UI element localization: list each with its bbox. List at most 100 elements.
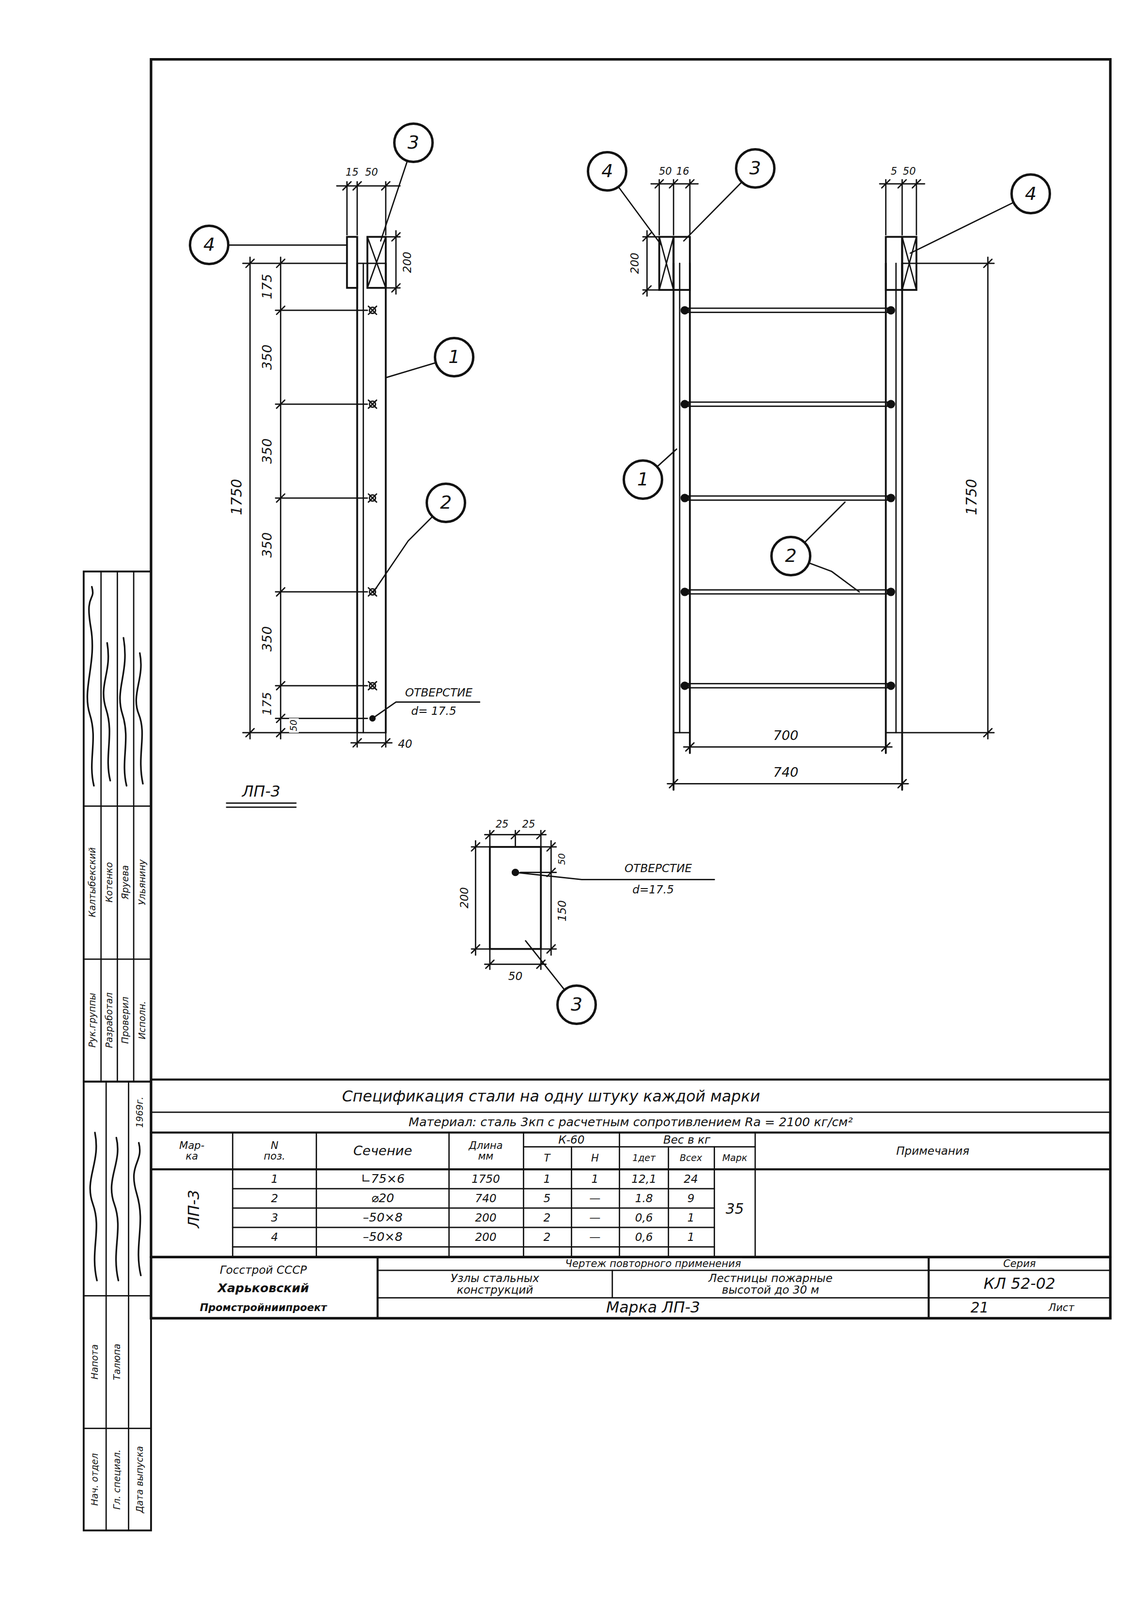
table-cell: —: [587, 1192, 602, 1205]
plate-detail: [471, 843, 480, 954]
callout-number: 3: [570, 995, 583, 1015]
plate-detail: [540, 830, 542, 848]
front-view: [642, 179, 994, 791]
callout-circle: 1: [433, 336, 475, 378]
hole-note: d=17.5: [630, 884, 676, 896]
dimension-label: 175: [260, 272, 275, 301]
front-view: [901, 263, 904, 791]
side-view: [352, 739, 390, 748]
side-view: [243, 732, 358, 734]
dimension-label: 200: [458, 885, 471, 911]
sheet-frame: [151, 1168, 1111, 1171]
dimension-label: 150: [556, 899, 568, 924]
table-cell: 1дет: [630, 1153, 657, 1164]
dimension-label: 350: [260, 624, 275, 653]
dimension-label: 40: [396, 738, 414, 750]
table-cell: 1750: [470, 1173, 502, 1186]
front-view: [683, 593, 892, 595]
front-view: [901, 179, 903, 235]
approval-stamp: [127, 1082, 130, 1531]
dimension-label: 50: [901, 166, 918, 177]
dimension-label: 50: [557, 852, 568, 867]
front-view: [683, 499, 892, 502]
table-cell: Длина мм: [461, 1140, 510, 1162]
table-cell: ∟75×6: [359, 1172, 407, 1186]
table-cell: 1: [590, 1173, 601, 1186]
side-view: [369, 401, 376, 408]
callout-number: 4: [601, 162, 613, 181]
table-cell: Примечания: [894, 1145, 971, 1158]
stamp-text: Напота: [90, 1343, 100, 1382]
side-view: [275, 685, 368, 687]
sheet-frame: [231, 1132, 234, 1258]
front-view: [681, 400, 689, 409]
callout-circle: 3: [556, 984, 597, 1026]
dimension-label: 25: [494, 819, 511, 830]
front-view: [884, 263, 887, 754]
table-cell: 4: [269, 1231, 280, 1244]
side-view: [275, 403, 368, 406]
front-view: [683, 683, 892, 685]
dimension-label: 1750: [963, 477, 979, 517]
stamp-text: Ульянину: [137, 858, 148, 908]
dimension-label: 350: [260, 530, 275, 559]
front-view: [673, 236, 690, 290]
front-view: [683, 405, 892, 408]
dimension-label: 25: [520, 819, 537, 830]
title-block-text: КЛ 52-02: [982, 1276, 1057, 1293]
stamp-text: Рук.группы: [87, 991, 98, 1050]
plate-detail: [484, 963, 546, 966]
table-cell: –50×8: [361, 1211, 404, 1225]
approval-stamp: [83, 958, 152, 961]
sheet-frame: [315, 1132, 318, 1258]
table-cell: 1.8: [633, 1192, 655, 1205]
plate-detail: [488, 830, 491, 848]
side-view: [356, 263, 359, 733]
stamp-text: Дата выпуска: [135, 1444, 145, 1515]
approval-stamp: [83, 1428, 152, 1430]
callout-circle: 3: [393, 122, 434, 164]
table-cell: 5: [541, 1192, 552, 1205]
table-cell: —: [587, 1231, 602, 1244]
front-view: [681, 682, 689, 690]
side-view: [347, 236, 358, 288]
front-view: [686, 743, 891, 752]
table-cell: ⌀20: [369, 1191, 396, 1206]
stamp-text: Талюпа: [112, 1342, 123, 1382]
approval-stamp: [83, 571, 152, 1083]
signature: [103, 642, 111, 781]
plate-detail: [471, 830, 715, 970]
front-view: [887, 400, 895, 409]
side-view: [369, 495, 376, 502]
table-cell: 1: [269, 1173, 280, 1186]
sheet-frame: [570, 1147, 573, 1258]
approval-stamp: [83, 1082, 152, 1531]
table-cell: 0,6: [633, 1231, 655, 1244]
table-cell: Вес в кг: [661, 1133, 712, 1146]
front-view: [885, 732, 903, 734]
front-view: [659, 236, 674, 290]
table-cell: Марк: [720, 1153, 749, 1164]
side-view: [226, 182, 480, 808]
front-view: [683, 589, 892, 591]
approval-stamp: [133, 571, 135, 1083]
plate-detail: [489, 847, 541, 950]
hole-note: ОТВЕРСТИЕ: [403, 686, 474, 699]
callout-number: 3: [749, 159, 762, 178]
front-view: [659, 236, 674, 290]
approval-stamp: [105, 1082, 107, 1531]
plate-detail: [514, 830, 517, 848]
front-view: [679, 263, 681, 733]
sheet-frame: [618, 1132, 621, 1258]
table-cell: 0,6: [633, 1212, 655, 1224]
signature: [87, 586, 143, 1281]
plate-detail: [485, 960, 545, 969]
front-view: [683, 746, 892, 748]
sheet-frame: [667, 1147, 670, 1258]
sheet-frame: [754, 1132, 757, 1258]
side-view: [275, 497, 368, 500]
dimension-label: 350: [260, 343, 275, 372]
sheet-frame: [151, 1131, 1111, 1134]
dimension-label: 16: [674, 166, 691, 177]
title-block-text: Марка ЛП-3: [604, 1300, 702, 1317]
